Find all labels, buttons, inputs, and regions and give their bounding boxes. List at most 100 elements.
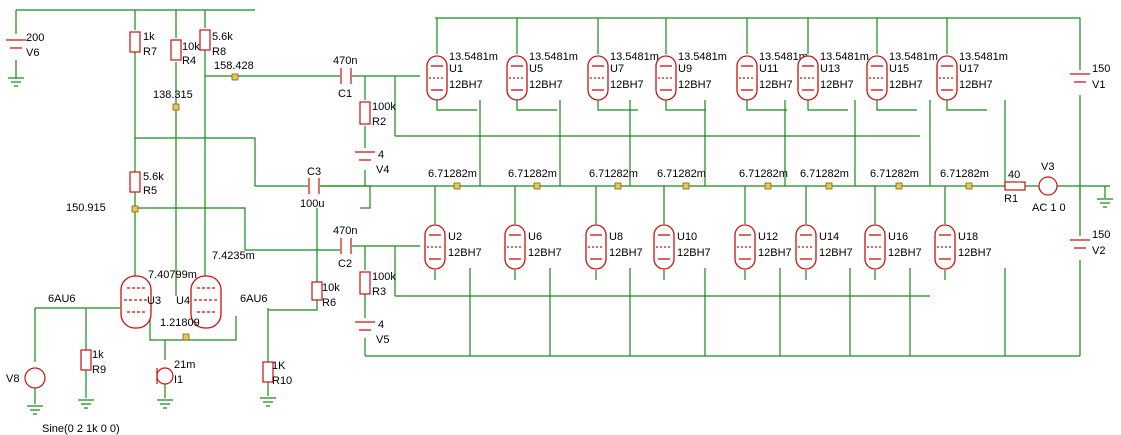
wire-lower-plates [469,268,1006,356]
svg-text:7.40799m: 7.40799m [148,269,197,281]
svg-text:R4: R4 [182,55,196,67]
resistor-r4: 10k R4 [170,39,200,67]
resistor-r2: 100k R2 [359,101,396,128]
probe-121: 1.21809 [160,317,200,341]
svg-text:R6: R6 [322,297,336,309]
resistor-r5: 5.6k R5 [129,171,164,197]
svg-text:150: 150 [1092,229,1110,241]
wire-upper-grids [394,76,920,137]
tube-current: 13.5481m [889,51,938,63]
svg-text:4: 4 [378,319,384,331]
svg-text:5.6k: 5.6k [212,31,233,43]
wire-upper-u17 [946,18,987,111]
battery-v5: 4 V5 [355,319,389,346]
svg-text:C2: C2 [338,258,352,270]
svg-text:10k: 10k [182,41,200,53]
svg-text:6AU6: 6AU6 [240,293,268,305]
capacitor-c3: C3 100u [300,166,324,210]
upper-tube-bank: U112BH713.5481mU512BH713.5481mU712BH713.… [426,18,1008,111]
svg-text:100k: 100k [372,271,396,283]
tube-u16: U16 12BH7 [864,224,922,270]
probe-742: 7.4235m [212,250,255,262]
svg-text:6.71282m: 6.71282m [589,168,638,180]
svg-text:V2: V2 [1092,245,1105,257]
tube-type: 12BH7 [610,79,644,91]
svg-text:Sine(0 2 1k 0 0): Sine(0 2 1k 0 0) [42,423,120,435]
bus-label-bank: 6.71282m 6.71282m 6.71282m 6.71282m 6.71282m… [428,168,989,190]
tube-u3: U3 6AU6 [48,275,161,329]
tube-name: U18 [958,231,978,243]
svg-text:V4: V4 [376,164,389,176]
battery-v4: 4 V4 [355,149,389,176]
svg-text:V1: V1 [1092,79,1105,91]
tube-name: U12 [758,231,778,243]
resistor-r1: 40 R1 [1004,169,1026,205]
tube-name: U14 [819,231,839,243]
tube-name: U17 [959,63,979,75]
svg-text:6.71282m: 6.71282m [739,168,788,180]
battery-v6: 200 V6 [6,32,44,87]
probe-150: 150.915 [66,202,139,214]
tube-name: U2 [448,231,462,243]
lower-tube-bank: U212BH7U612BH7U812BH7U1012BH7U1212BH7U14… [424,186,992,280]
svg-text:40: 40 [1008,169,1020,181]
wire-upper-u7 [597,18,638,111]
tube-type: 12BH7 [820,79,854,91]
bus-label: 6.71282m [589,168,638,190]
wire-c3-r6 [320,185,371,209]
svg-text:1k: 1k [92,349,104,361]
tube-type: 12BH7 [448,247,482,259]
tube-type: 12BH7 [819,247,853,259]
svg-text:6.71282m: 6.71282m [657,168,706,180]
tube-name: U15 [889,63,909,75]
tube-u14: U14 12BH7 [795,224,853,270]
svg-text:V8: V8 [6,373,19,385]
svg-text:100k: 100k [372,101,396,113]
tube-name: U5 [529,63,543,75]
svg-text:6.71282m: 6.71282m [870,168,919,180]
tube-current: 13.5481m [678,51,727,63]
capacitor-c1: 470n C1 [333,55,357,100]
svg-text:R10: R10 [272,375,292,387]
wiring [15,9,1110,362]
probe-138: 138.315 [153,89,193,111]
tube-name: U8 [609,231,623,243]
tube-current: 13.5481m [820,51,869,63]
tube-type: 12BH7 [528,247,562,259]
svg-text:6.71282m: 6.71282m [508,168,557,180]
battery-v1: 150 V1 [1070,63,1110,91]
svg-text:6.71282m: 6.71282m [940,168,989,180]
svg-text:I1: I1 [174,374,183,386]
tube-name: U1 [449,63,463,75]
capacitor-c2: 470n C2 [333,225,357,270]
resistor-r7: 1k R7 [129,31,157,58]
svg-text:158.428: 158.428 [214,60,254,72]
svg-text:R9: R9 [92,364,106,376]
svg-text:R7: R7 [143,46,157,58]
tube-u15: U15 12BH7 13.5481m [866,51,938,101]
bus-label: 6.71282m [508,168,557,190]
svg-text:6.71282m: 6.71282m [428,168,477,180]
tube-u6: U6 12BH7 [504,224,562,270]
probe-158: 158.428 [214,60,254,81]
tube-type: 12BH7 [677,247,711,259]
tube-current: 13.5481m [610,51,659,63]
tube-name: U16 [888,231,908,243]
tube-type: 12BH7 [889,79,923,91]
tube-name: U13 [820,63,840,75]
svg-text:R2: R2 [372,116,386,128]
svg-text:V3: V3 [1041,161,1054,173]
tube-name: U6 [528,231,542,243]
v6-name: V6 [26,47,39,59]
bus-label: 6.71282m [428,168,477,190]
tube-type: 12BH7 [888,247,922,259]
ac-source-v3: V3 AC 1 0 [1032,161,1113,214]
tube-name: U9 [678,63,692,75]
tube-current: 13.5481m [759,51,808,63]
